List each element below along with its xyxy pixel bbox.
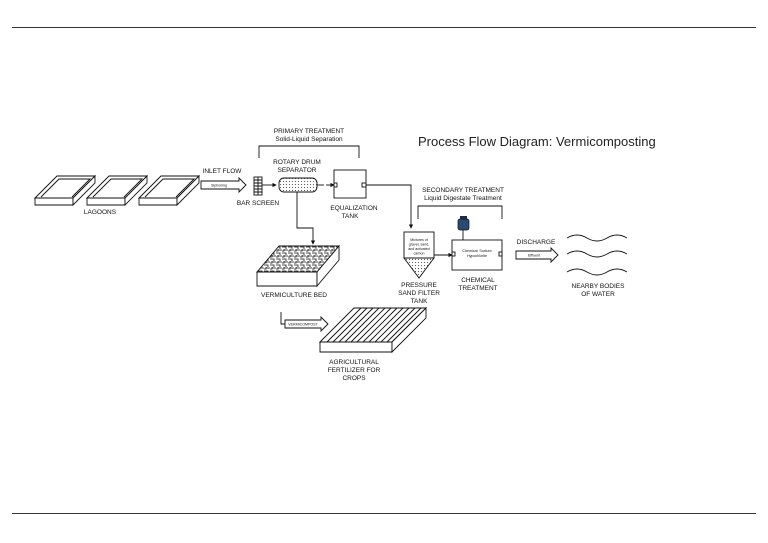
equalization-label-2: TANK — [342, 213, 360, 220]
filter-media-1: Mixtures of — [410, 238, 428, 242]
chemical-treatment-label-1: CHEMICAL — [461, 277, 495, 284]
secondary-treatment-label: SECONDARY TREATMENT — [422, 187, 504, 194]
siphoning-label: Siphoning — [211, 184, 227, 188]
secondary-bracket — [417, 205, 503, 219]
primary-treatment-label: PRIMARY TREATMENT — [274, 128, 344, 135]
inlet-flow-label: INLET FLOW — [203, 168, 243, 175]
chemical-label-2: Hypochlorite — [467, 254, 487, 258]
rotary-drum-label-1: ROTARY DRUM — [273, 159, 321, 166]
agricultural-field — [318, 306, 428, 354]
lagoons-label: LAGOONS — [84, 209, 117, 216]
pressure-sand-filter-tank — [403, 231, 435, 279]
bottom-rule — [12, 513, 756, 514]
agri-label-3: CROPS — [342, 375, 366, 382]
primary-bracket — [258, 145, 360, 158]
lagoon-2 — [85, 174, 149, 207]
diagram-title: Process Flow Diagram: Vermicomposting — [418, 134, 656, 149]
bar-screen-label: BAR SCREEN — [237, 200, 280, 207]
rotary-drum-separator — [278, 177, 335, 193]
agri-label-1: AGRICULTURAL — [329, 359, 379, 366]
top-rule — [12, 27, 756, 28]
lagoon-1 — [33, 174, 97, 207]
siphoning-arrow — [200, 176, 247, 194]
water-waves — [566, 234, 628, 276]
rotary-drum-label-2: SEPARATOR — [277, 167, 316, 174]
water-label-2: OF WATER — [581, 291, 615, 298]
filter-media-4: carbon — [414, 252, 425, 256]
chemical-treatment-tank — [451, 239, 503, 271]
filter-media-3: and activated — [408, 247, 429, 251]
filter-media-2: gravel, sand, — [409, 243, 430, 247]
water-label-1: NEARBY BODIES — [572, 283, 626, 290]
chemical-treatment-label-2: TREATMENT — [458, 285, 497, 292]
discharge-label: DISCHARGE — [517, 239, 556, 246]
agri-label-2: FERTILIZER FOR — [328, 367, 381, 374]
bar-screen — [253, 176, 263, 196]
secondary-treatment-sublabel: Liquid Digestate Treatment — [424, 195, 502, 202]
lagoon-3 — [137, 174, 201, 207]
pressure-label-2: SAND FILTER — [398, 290, 440, 297]
chemical-label-1: Chemical: Sodium — [462, 249, 491, 253]
vermiculture-bed — [256, 244, 340, 288]
vermiculture-label: VERMICULTURE BED — [261, 292, 327, 299]
pressure-label-3: TANK — [411, 298, 429, 305]
equalization-tank — [333, 169, 367, 199]
equalization-label-1: EQUALIZATION — [330, 205, 377, 212]
primary-treatment-sublabel: Solid-Liquid Separation — [275, 136, 343, 143]
chemical-dosing-container — [457, 216, 470, 240]
vermicompost-arrow — [284, 315, 329, 333]
lagoons-group: LAGOONS — [33, 174, 201, 216]
pressure-label-1: PRESSURE — [401, 282, 437, 289]
effluent-label: Effluent — [528, 254, 540, 258]
vermicompost-label: VERMICOMPOST — [288, 323, 318, 327]
effluent-arrow — [515, 246, 559, 264]
